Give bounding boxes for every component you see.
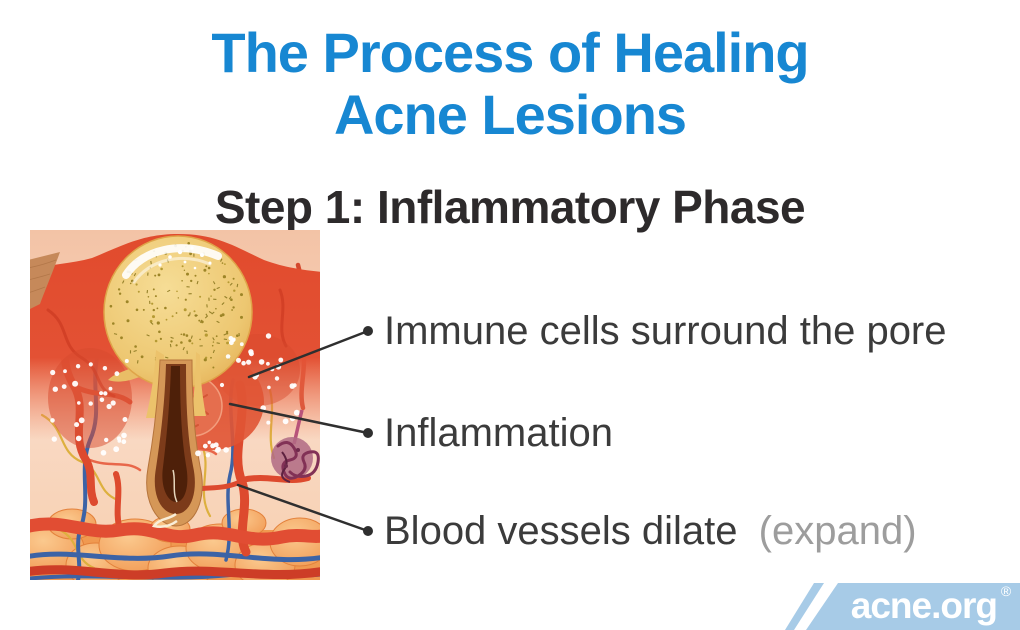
inflamed-blotch-left bbox=[48, 348, 132, 448]
bullet-dot-blood-vessels bbox=[363, 526, 373, 536]
clogged-pore bbox=[103, 235, 253, 389]
acne-org-logo-banner: acne.org ® bbox=[785, 583, 1020, 630]
callout-immune-cells: Immune cells surround the pore bbox=[384, 308, 947, 354]
callout-inflammation: Inflammation bbox=[384, 410, 613, 456]
page-title-line1: The Process of Healing bbox=[211, 21, 809, 84]
pore-sparkles bbox=[158, 246, 212, 270]
registered-trademark-symbol: ® bbox=[1001, 583, 1012, 599]
callout-blood-vessels-note: (expand) bbox=[758, 509, 917, 553]
callout-immune-cells-label: Immune cells surround the pore bbox=[384, 309, 947, 353]
banner-main bbox=[806, 583, 1020, 630]
callout-blood-vessels-label: Blood vessels dilate bbox=[384, 509, 738, 553]
artery-main bbox=[30, 517, 320, 546]
acne-org-logo-text: acne.org bbox=[851, 585, 997, 626]
step-subtitle: Step 1: Inflammatory Phase bbox=[214, 181, 806, 233]
callout-blood-vessels: Blood vessels dilate (expand) bbox=[384, 508, 917, 554]
skin-cross-section-illustration bbox=[30, 230, 320, 580]
skin-cut-edge bbox=[30, 252, 60, 309]
banner-slice bbox=[785, 583, 824, 630]
vein-blue-horizontal bbox=[30, 551, 320, 563]
bullet-dot-immune-cells bbox=[363, 326, 373, 336]
page-title: The Process of Healing Acne Lesions bbox=[0, 22, 1020, 146]
page-title-line2: Acne Lesions bbox=[333, 83, 687, 146]
hair-strand bbox=[172, 469, 178, 503]
pore-shine bbox=[122, 244, 222, 279]
bullet-dot-inflammation bbox=[363, 428, 373, 438]
hair-follicle bbox=[146, 359, 203, 529]
callout-inflammation-label: Inflammation bbox=[384, 411, 613, 455]
